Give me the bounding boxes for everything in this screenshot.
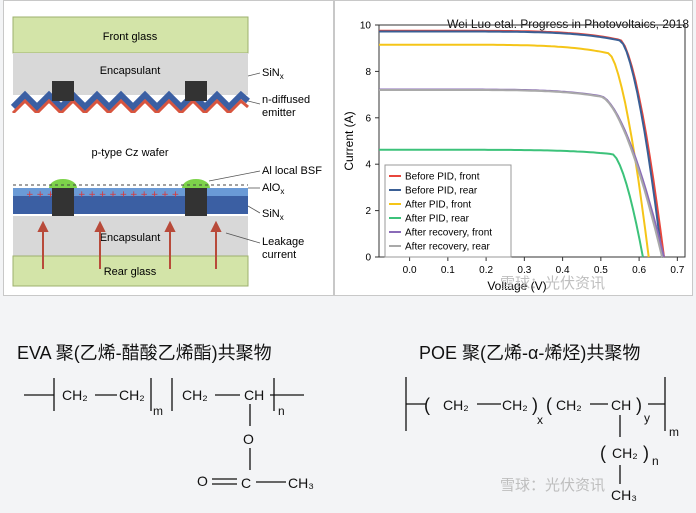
svg-text:CH₂: CH₂ [502,397,528,413]
y-tick-label: 8 [365,67,371,78]
svg-text:m: m [153,404,163,418]
leakage-label: Leakage [262,236,304,248]
sinx-bottom-label: SiNx [262,208,284,222]
svg-text:): ) [532,395,538,415]
structure-drawings: CH₂ CH₂ m CH₂ CH n O O C CH₃ ( [24,377,679,503]
x-tick-label: 0.5 [594,265,608,276]
rear-contact [52,188,74,216]
front-glass-layer [12,16,249,54]
x-tick-label: 0.6 [632,265,646,276]
svg-text:m: m [669,425,679,439]
svg-text:x: x [537,413,543,427]
svg-text:CH₂: CH₂ [556,397,582,413]
alox-layer [13,188,248,196]
watermark: 雪球：光伏资讯 [500,476,606,494]
leakage-label-line2: current [262,249,296,261]
svg-text:n: n [652,454,659,468]
svg-text:y: y [644,411,650,425]
iv-curve [379,30,664,258]
x-axis-label: Voltage (V) [487,279,546,293]
svg-text:CH₂: CH₂ [182,387,208,403]
iv-curve [379,43,650,258]
svg-text:n: n [278,404,285,418]
legend-box [384,164,512,258]
top-encapsulant-label: Encapsulant [100,65,161,77]
legend-label: After recovery, rear [405,242,491,253]
svg-text:CH₃: CH₃ [288,475,314,491]
svg-text:): ) [636,395,642,415]
front-contact [185,81,207,101]
x-tick-label: 0.3 [517,265,531,276]
chemical-structures: EVA 聚(乙烯-醋酸乙烯酯)共聚物 POE 聚(乙烯-α-烯烃)共聚物 CH₂… [0,274,696,513]
svg-text:CH₂: CH₂ [443,397,469,413]
poe-title: POE 聚(乙烯-α-烯烃)共聚物 [419,343,641,363]
svg-text:CH: CH [611,397,631,413]
rear-glass-layer [12,255,249,287]
cell-structure-diagram: Front glass Encapsulant p-type Cz wafer … [3,0,334,296]
al-bsf-label: Al local BSF [262,165,322,177]
eva-structure: CH₂ CH₂ m CH₂ CH n O O C CH₃ [24,378,314,491]
poe-structure: ( CH₂ CH₂ ) x ( CH₂ CH ) y m ( CH₂ ) n C… [405,377,679,503]
emitter-label-line2: emitter [262,107,296,119]
front-glass-label: Front glass [103,31,158,43]
legend-label: After PID, rear [405,214,470,225]
sinx-top-label: SiNx [262,67,284,81]
rear-contact [185,188,207,216]
y-axis-label: Current (A) [342,111,356,170]
y-tick-label: 4 [365,160,371,171]
svg-text:C: C [241,475,251,491]
x-tick-label: 0.1 [441,265,455,276]
legend-label: Before PID, rear [405,186,478,197]
legend-label: Before PID, front [405,172,480,183]
emitter-label: n-diffused [262,94,310,106]
y-tick-label: 2 [365,206,371,217]
svg-text:O: O [197,473,208,489]
alox-label: AlOx [262,182,284,196]
x-tick-label: 0.7 [670,265,684,276]
svg-text:CH: CH [244,387,264,403]
x-tick-label: 0.0 [403,265,417,276]
y-tick-label: 6 [365,113,371,124]
x-tick-label: 0.4 [556,265,570,276]
legend-label: After recovery, front [405,228,492,239]
wafer-label: p-type Cz wafer [91,147,168,159]
svg-text:(: ( [546,395,552,415]
svg-text:CH₃: CH₃ [611,487,637,503]
y-tick-label: 0 [365,253,371,264]
front-contact [52,81,74,101]
leakage-arrows [37,220,222,269]
svg-text:(: ( [424,395,430,415]
chart-title: Wei Luo etal. Progress in Photovoltaics,… [447,17,689,31]
svg-text:CH₂: CH₂ [62,387,88,403]
svg-text:O: O [243,431,254,447]
iv-curve [379,148,644,258]
bottom-encapsulant-layer [13,216,248,256]
x-tick-label: 0.2 [479,265,493,276]
bottom-encapsulant-label: Encapsulant [100,232,161,244]
svg-text:CH₂: CH₂ [119,387,145,403]
legend-label: After PID, front [405,200,471,211]
watermark: 雪球：光伏资讯 [500,274,606,292]
charge-signs: + + + + + + + + + + + + + + + [26,190,179,200]
svg-text:CH₂: CH₂ [612,445,638,461]
callout-lines [208,72,261,244]
plot-frame [378,24,686,258]
iv-chart: Wei Luo etal. Progress in Photovoltaics,… [342,17,689,293]
eva-title: EVA 聚(乙烯-醋酸乙烯酯)共聚物 [17,343,272,363]
rear-glass-label: Rear glass [104,266,157,278]
wafer-layer [13,113,248,185]
svg-text:): ) [643,443,649,463]
svg-text:(: ( [600,443,606,463]
iv-curve [379,89,664,258]
y-tick-label: 10 [360,21,372,32]
iv-chart-panel: Wei Luo etal. Progress in Photovoltaics,… [334,0,693,296]
